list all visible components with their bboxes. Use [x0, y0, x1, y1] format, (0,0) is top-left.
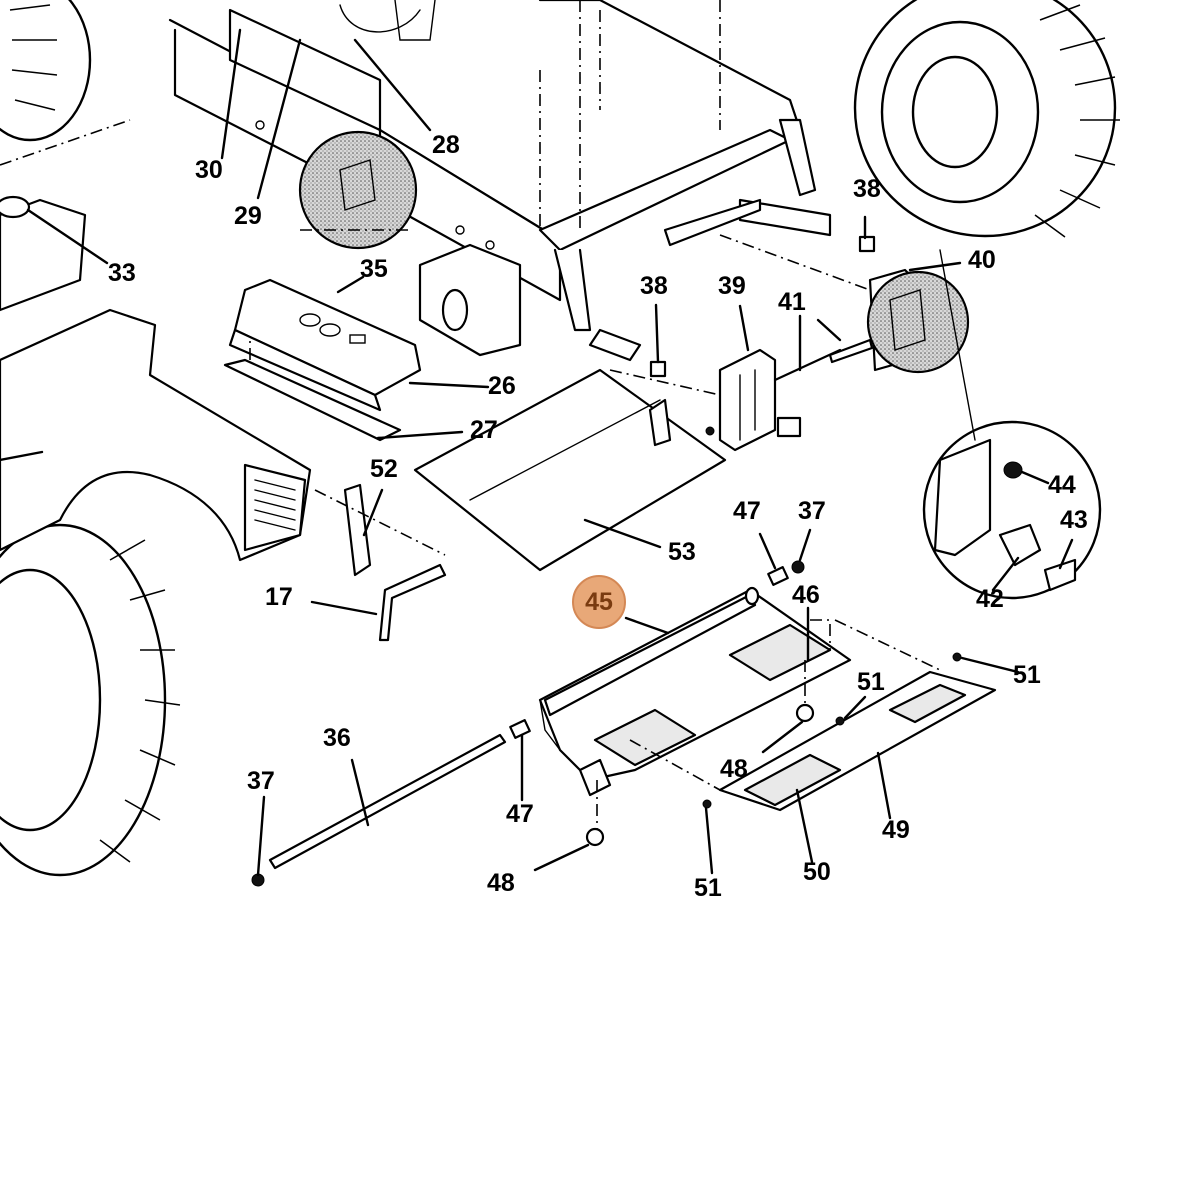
footrest-icon [538, 586, 852, 797]
dash-panel-icon [223, 278, 422, 442]
part-label-42: 42 [976, 585, 1004, 613]
leader-lines [0, 28, 1074, 877]
hardware-icon [251, 235, 962, 887]
part-label-39: 39 [718, 272, 746, 300]
part-label-38-lower: 38 [640, 272, 668, 300]
fuel-tank-icon [0, 195, 87, 312]
part-label-36: 36 [323, 724, 351, 752]
part-label-51-right: 51 [1013, 661, 1041, 689]
part-label-29: 29 [234, 202, 262, 230]
highlighted-part-callout-45[interactable]: 45 [572, 575, 626, 629]
front-tire-icon [0, 523, 181, 877]
part-label-51-bottom: 51 [694, 874, 722, 902]
part-label-33: 33 [108, 259, 136, 287]
part-label-50: 50 [803, 858, 831, 886]
part-label-53: 53 [668, 538, 696, 566]
part-label-47-lower: 47 [506, 800, 534, 828]
part-label-37-upper: 37 [798, 497, 826, 525]
part-label-17: 17 [265, 583, 293, 611]
part-label-48-left: 48 [487, 869, 515, 897]
detail-zoom-upper-icon [298, 130, 418, 250]
part-label-37-lower: 37 [247, 767, 275, 795]
bracket-39-icon [718, 348, 802, 452]
top-left-tire-icon [0, 0, 92, 142]
plate-52-icon [343, 483, 372, 577]
part-label-38-upper: 38 [853, 175, 881, 203]
detail-zoom-bracket-icon [866, 270, 970, 374]
rod-17-icon [378, 563, 447, 642]
part-label-43: 43 [1060, 506, 1088, 534]
alignment-lines [0, 0, 941, 830]
part-label-27: 27 [470, 416, 498, 444]
part-label-26: 26 [488, 372, 516, 400]
part-label-40: 40 [968, 246, 996, 274]
part-label-28: 28 [432, 131, 460, 159]
highlighted-part-label: 45 [585, 587, 613, 616]
part-label-51-mid: 51 [857, 668, 885, 696]
part-label-48-right: 48 [720, 755, 748, 783]
part-label-49: 49 [882, 816, 910, 844]
part-label-30: 30 [195, 156, 223, 184]
part-label-44: 44 [1048, 471, 1076, 499]
floor-pan-icon [413, 368, 727, 572]
part-label-52: 52 [370, 455, 398, 483]
foot-plate-icon [718, 670, 997, 812]
fender-icon [0, 308, 312, 562]
part-label-46: 46 [792, 581, 820, 609]
part-label-35: 35 [360, 255, 388, 283]
rod-36-icon [268, 733, 507, 870]
rear-tire-icon [853, 0, 1120, 238]
part-label-41: 41 [778, 288, 806, 316]
part-label-47-upper: 47 [733, 497, 761, 525]
